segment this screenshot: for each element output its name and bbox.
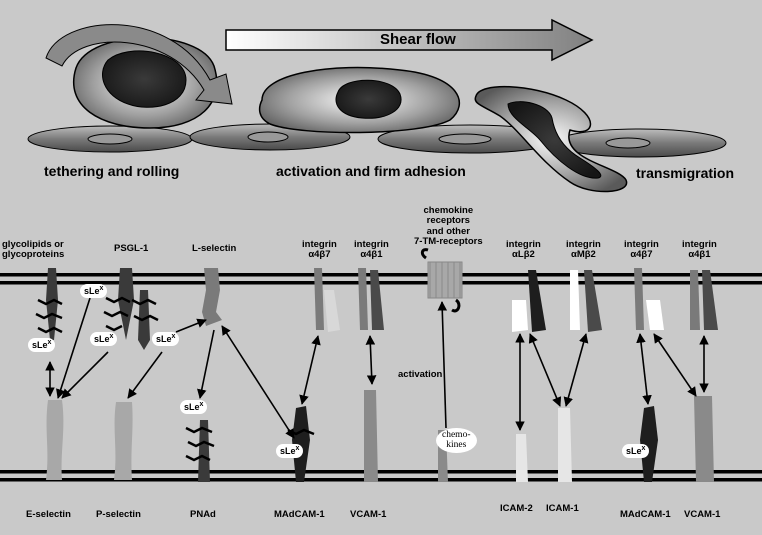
- label-vcam1: VCAM-1: [350, 509, 387, 520]
- label-p-selectin: P-selectin: [96, 509, 141, 520]
- l-selectin-top: [202, 268, 222, 326]
- slex-tag: sLex: [28, 338, 56, 352]
- label-icam1: ICAM-1: [546, 503, 579, 514]
- shear-flow-label: Shear flow: [380, 31, 456, 48]
- slex-tag: sLex: [90, 332, 118, 346]
- integrin-a4b1-top-2: [690, 270, 718, 330]
- icam2-bottom: [516, 434, 528, 482]
- slex-tag: sLex: [276, 444, 304, 458]
- chemokines-label: chemo-kines: [436, 428, 477, 453]
- label-vcam1-2: VCAM-1: [684, 509, 721, 520]
- pnad-bottom: [185, 420, 215, 482]
- slex-tag: sLex: [80, 284, 108, 298]
- glycoprotein-top: [35, 268, 63, 340]
- stage-activation-label: activation and firm adhesion: [276, 163, 466, 179]
- slex-tag: sLex: [622, 444, 650, 458]
- vcam1-bottom-2: [694, 396, 714, 482]
- label-pnad: PNAd: [190, 509, 216, 520]
- stage-transmigration-label: transmigration: [636, 165, 735, 181]
- integrin-a4b1-top-1: [358, 268, 384, 330]
- icam1-bottom: [558, 408, 572, 482]
- label-icam2: ICAM-2: [500, 503, 533, 514]
- interaction-arrows: [45, 297, 709, 439]
- chemokine-receptor-top: [420, 248, 463, 313]
- psgl1-top: [103, 268, 159, 350]
- vcam1-bottom: [364, 390, 378, 482]
- adherent-leukocyte: [258, 66, 461, 134]
- transmigrating-leukocyte: [474, 85, 628, 193]
- madcam1-bottom-2: [640, 406, 658, 482]
- slex-tag: sLex: [180, 400, 208, 414]
- e-selectin-bottom: [46, 400, 64, 480]
- rolling-leukocyte: [45, 24, 233, 129]
- integrin-aMb2-top: [570, 270, 602, 332]
- integrin-aLb2-top: [512, 270, 546, 332]
- label-l-selectin: L-selectin: [192, 243, 237, 254]
- label-e-selectin: E-selectin: [26, 509, 71, 520]
- label-madcam1-2: MAdCAM-1: [620, 509, 671, 520]
- activation-label: activation: [398, 369, 443, 380]
- integrin-a4b7-top-1: [314, 268, 340, 332]
- label-madcam1: MAdCAM-1: [274, 509, 325, 520]
- label-psgl1: PSGL-1: [114, 243, 149, 254]
- p-selectin-bottom: [114, 402, 133, 480]
- slex-tag: sLex: [152, 332, 180, 346]
- rolling-arrow: [45, 24, 233, 105]
- shear-flow-arrow: [225, 18, 594, 62]
- leukocyte-membrane: [0, 273, 762, 285]
- stage-tethering-label: tethering and rolling: [44, 163, 180, 179]
- endothelial-membrane: [0, 470, 762, 482]
- integrin-a4b7-top-2: [634, 268, 664, 330]
